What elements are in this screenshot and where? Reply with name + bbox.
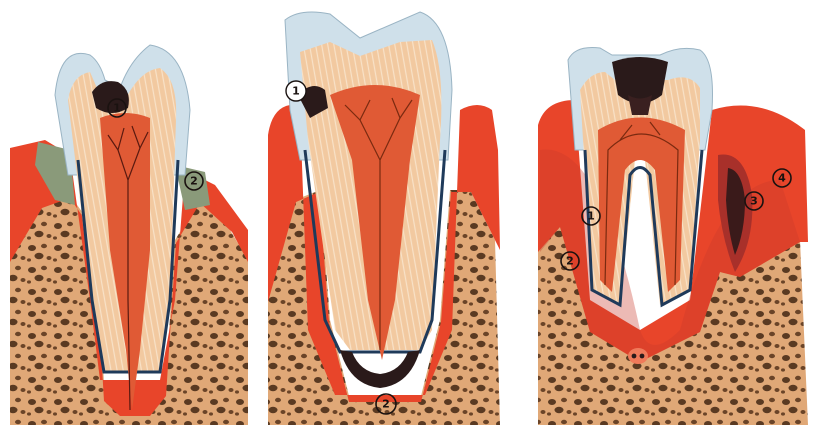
panel-right (538, 48, 808, 426)
vessel-dot-right (628, 348, 648, 364)
marker-right-4-label: 4 (778, 172, 786, 185)
vessel-dot-b-right (640, 354, 645, 359)
panel-middle (268, 12, 500, 425)
marker-middle-1-label: 1 (292, 85, 300, 98)
marker-left-1-label: 1 (113, 102, 121, 115)
marker-right-1-label: 1 (587, 210, 595, 223)
abscess-middle (340, 350, 420, 388)
pulp-right (598, 118, 685, 293)
caries-right (612, 57, 668, 104)
marker-right-2-label: 2 (566, 255, 574, 268)
marker-right-3-label: 3 (750, 195, 758, 208)
marker-left-2-label: 2 (190, 175, 198, 188)
panel-left (10, 45, 248, 425)
vessel-dot-a-right (632, 354, 637, 359)
marker-middle-1: 1 (286, 81, 306, 101)
marker-middle-2-label: 2 (382, 398, 390, 411)
